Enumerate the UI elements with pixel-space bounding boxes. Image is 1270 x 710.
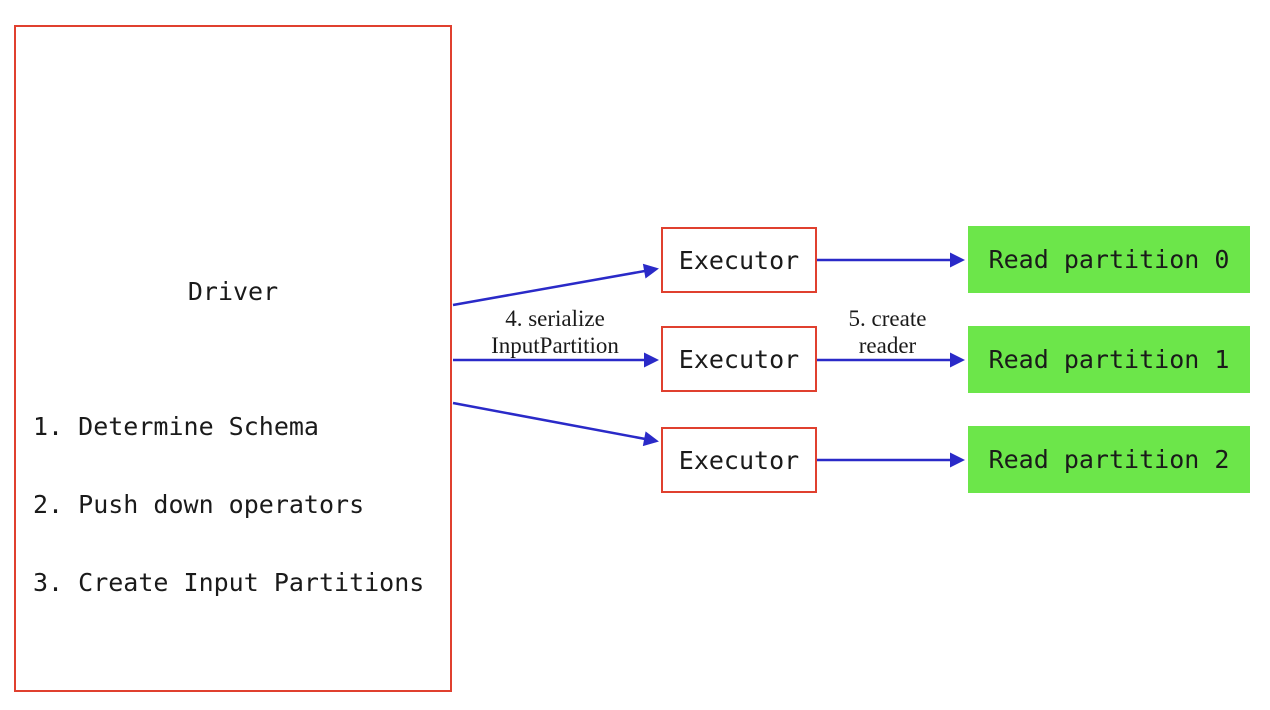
executor-label-2: Executor	[678, 445, 800, 475]
read-partition-box-2: Read partition 2	[968, 426, 1250, 493]
edge-label-serialize-line2: InputPartition	[491, 333, 619, 358]
arrow-driver-to-executor-0	[452, 263, 659, 307]
read-partition-label-1: Read partition 1	[988, 345, 1230, 374]
driver-step-3: 3. Create Input Partitions	[33, 568, 425, 597]
driver-box	[14, 25, 452, 692]
executor-box-2: Executor	[661, 427, 817, 493]
executor-box-1: Executor	[661, 326, 817, 392]
edge-label-serialize-line1: 4. serialize	[505, 306, 605, 331]
edge-label-reader-line2: reader	[858, 333, 917, 358]
driver-title: Driver	[187, 277, 279, 306]
executor-label-0: Executor	[678, 245, 800, 275]
read-partition-box-1: Read partition 1	[968, 326, 1250, 393]
executor-box-0: Executor	[661, 227, 817, 293]
read-partition-label-0: Read partition 0	[988, 245, 1230, 274]
edge-label-serialize-inputpartition: 4. serialize InputPartition	[445, 305, 665, 359]
driver-step-list: 1. Determine Schema 2. Push down operato…	[33, 362, 424, 648]
driver-step-1: 1. Determine Schema	[33, 412, 319, 441]
edge-label-reader-line1: 5. create	[848, 306, 927, 331]
arrow-driver-to-executor-2	[452, 401, 659, 447]
read-partition-label-2: Read partition 2	[988, 445, 1230, 474]
read-partition-box-0: Read partition 0	[968, 226, 1250, 293]
edge-label-create-reader: 5. create reader	[805, 305, 970, 359]
driver-step-2: 2. Push down operators	[33, 490, 365, 519]
executor-label-1: Executor	[678, 344, 800, 374]
